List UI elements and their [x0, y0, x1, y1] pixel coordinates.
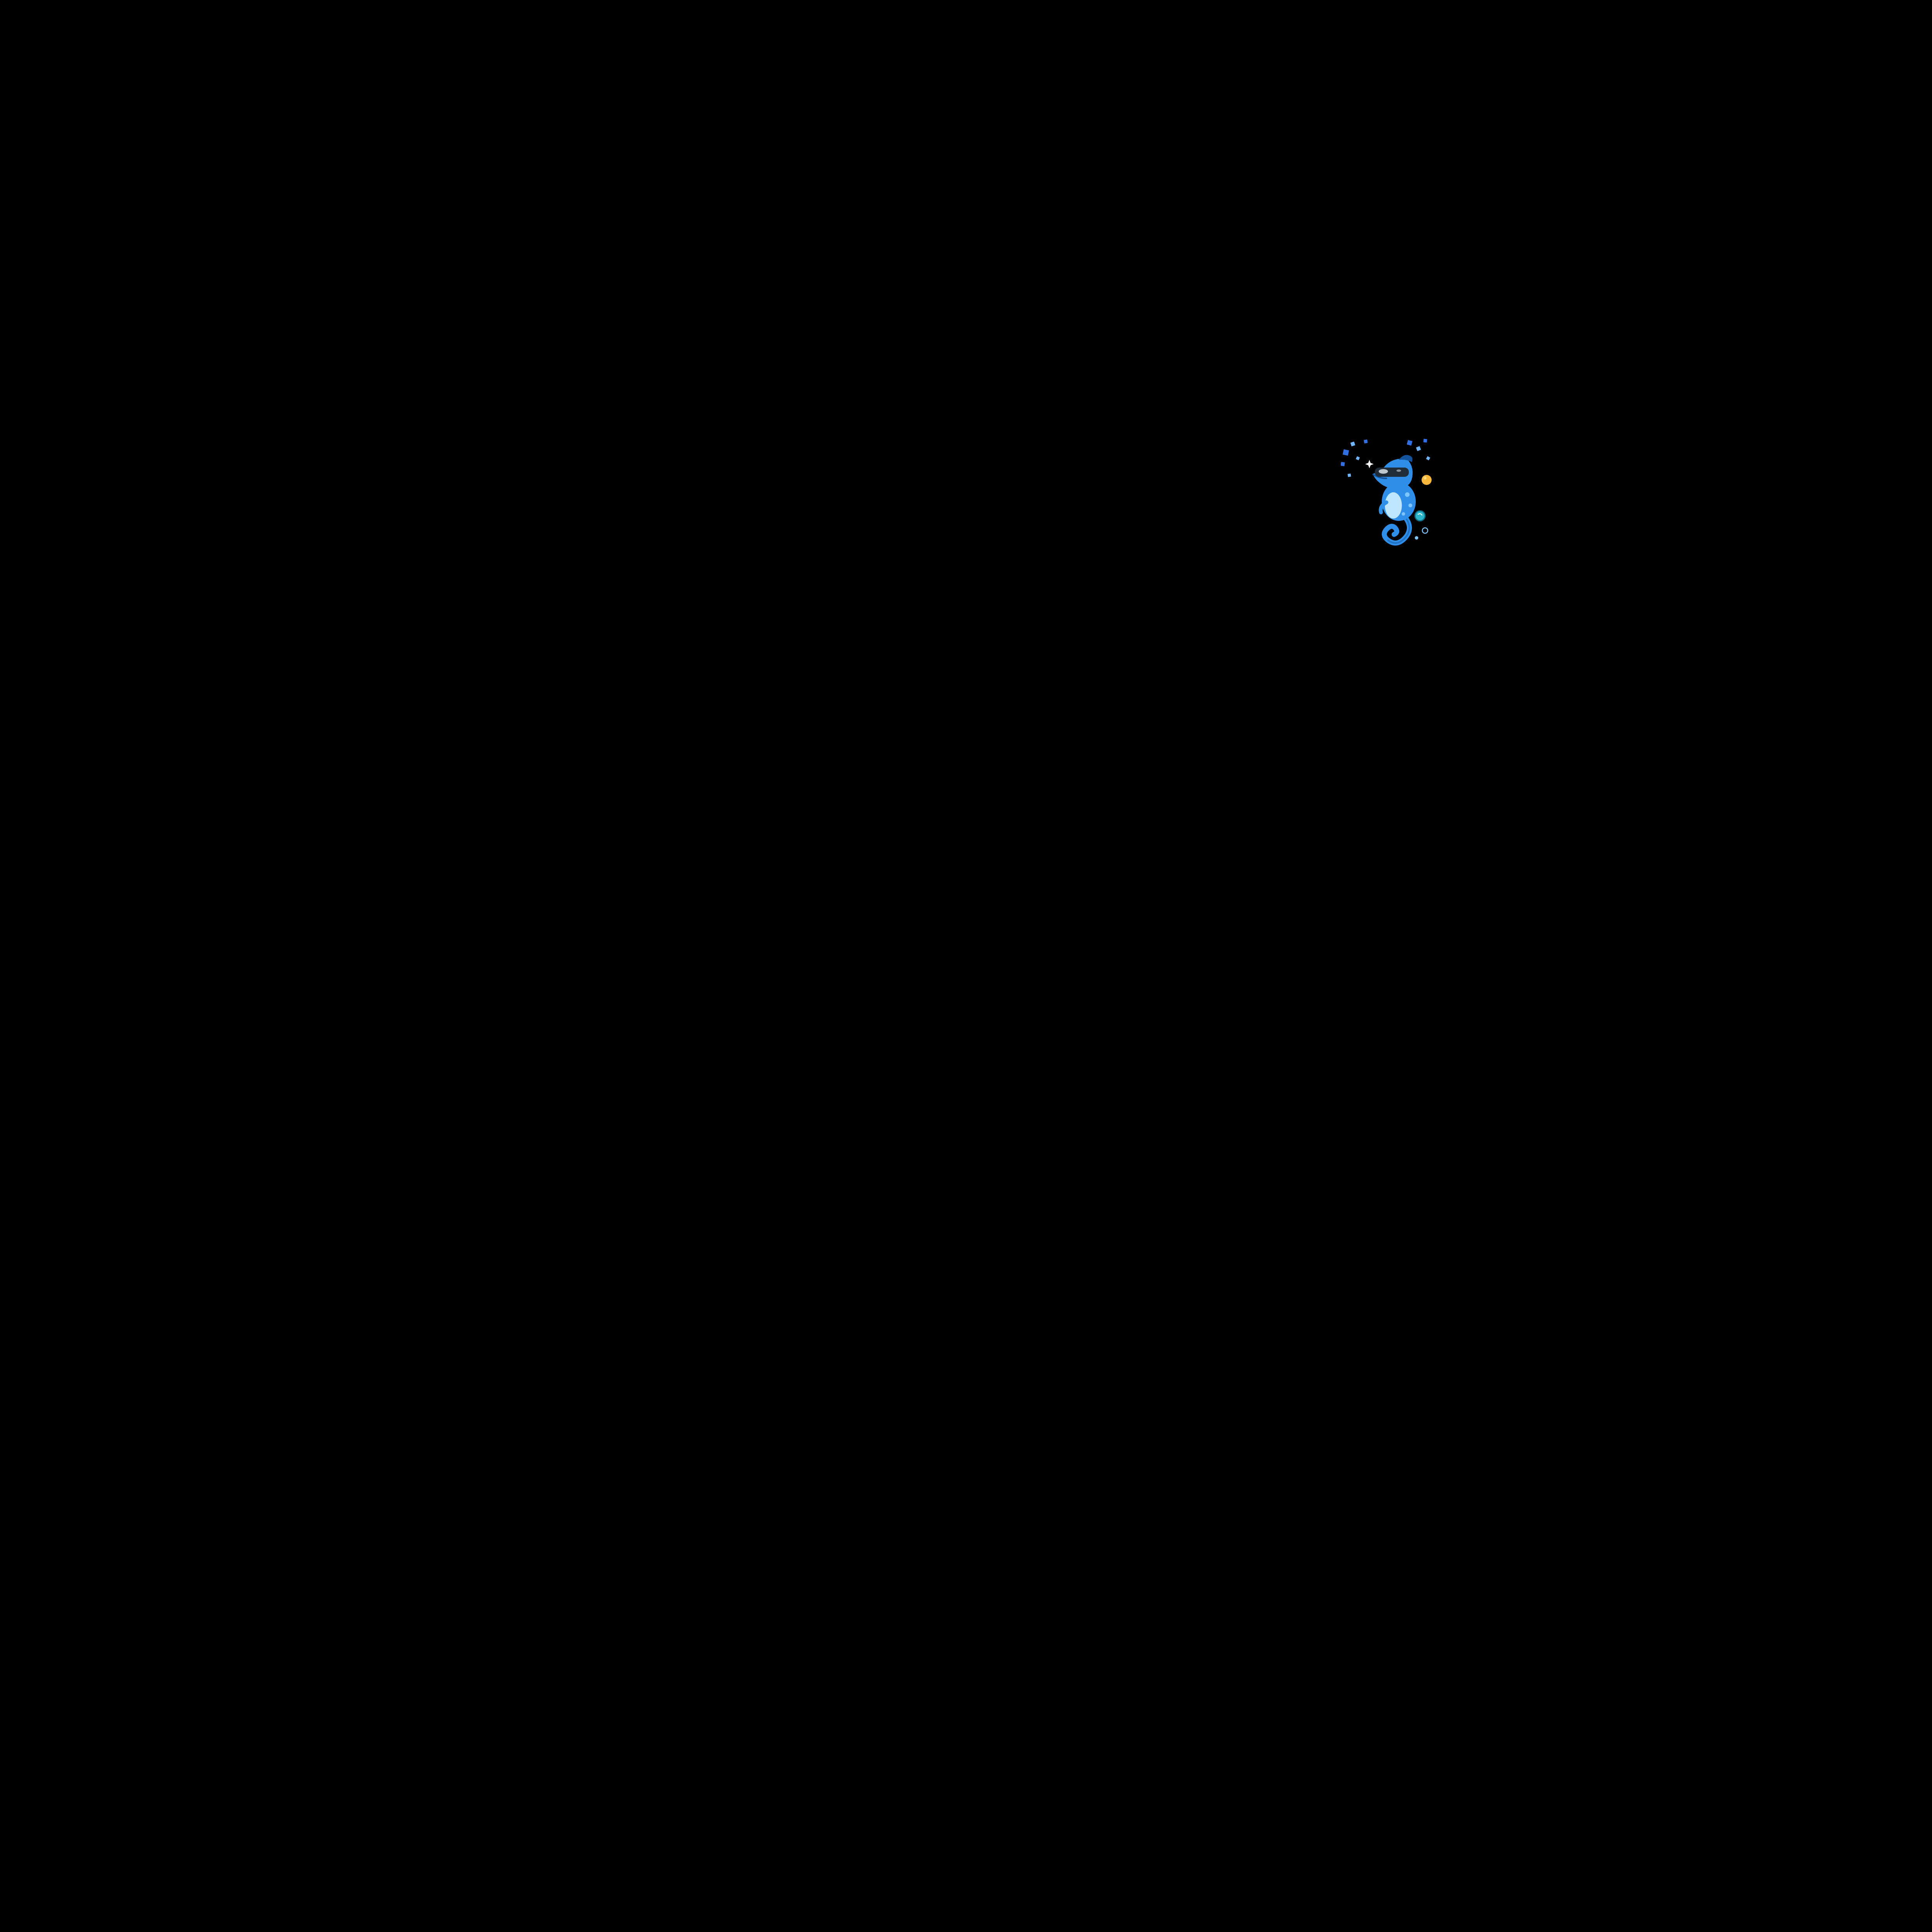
confetti-square [1423, 439, 1427, 443]
confetti-group [1341, 439, 1430, 477]
yellow-dot [1422, 475, 1432, 485]
confetti-square [1342, 449, 1349, 456]
sunglasses-glint-small [1396, 469, 1401, 472]
sunglasses-glint [1379, 469, 1388, 474]
creature-belly [1385, 492, 1402, 519]
body-spot [1401, 512, 1405, 516]
confetti-square [1364, 439, 1368, 444]
confetti-square [1355, 456, 1360, 461]
confetti-square [1341, 462, 1345, 466]
body-spot [1405, 492, 1410, 497]
bubble [1414, 510, 1426, 522]
blue-creature-sprite [1341, 437, 1434, 553]
sprite-svg [1341, 439, 1432, 546]
confetti-square [1406, 440, 1413, 446]
creature-crest [1399, 455, 1413, 462]
bubble [1422, 527, 1429, 534]
confetti-square [1350, 441, 1355, 447]
sparkle-icon [1365, 460, 1374, 468]
confetti-square [1347, 473, 1351, 477]
creature-mouth [1372, 474, 1387, 479]
body-spot [1408, 503, 1412, 507]
bubble-swirl [1417, 513, 1423, 516]
confetti-square [1416, 446, 1421, 451]
yellow-dot-highlight [1423, 476, 1427, 480]
bubble-group [1414, 510, 1429, 540]
creature-arm [1379, 500, 1388, 514]
creature-tail [1382, 514, 1412, 546]
bubble [1415, 536, 1418, 540]
creature-tail-shade [1387, 516, 1410, 544]
confetti-square [1426, 456, 1430, 461]
